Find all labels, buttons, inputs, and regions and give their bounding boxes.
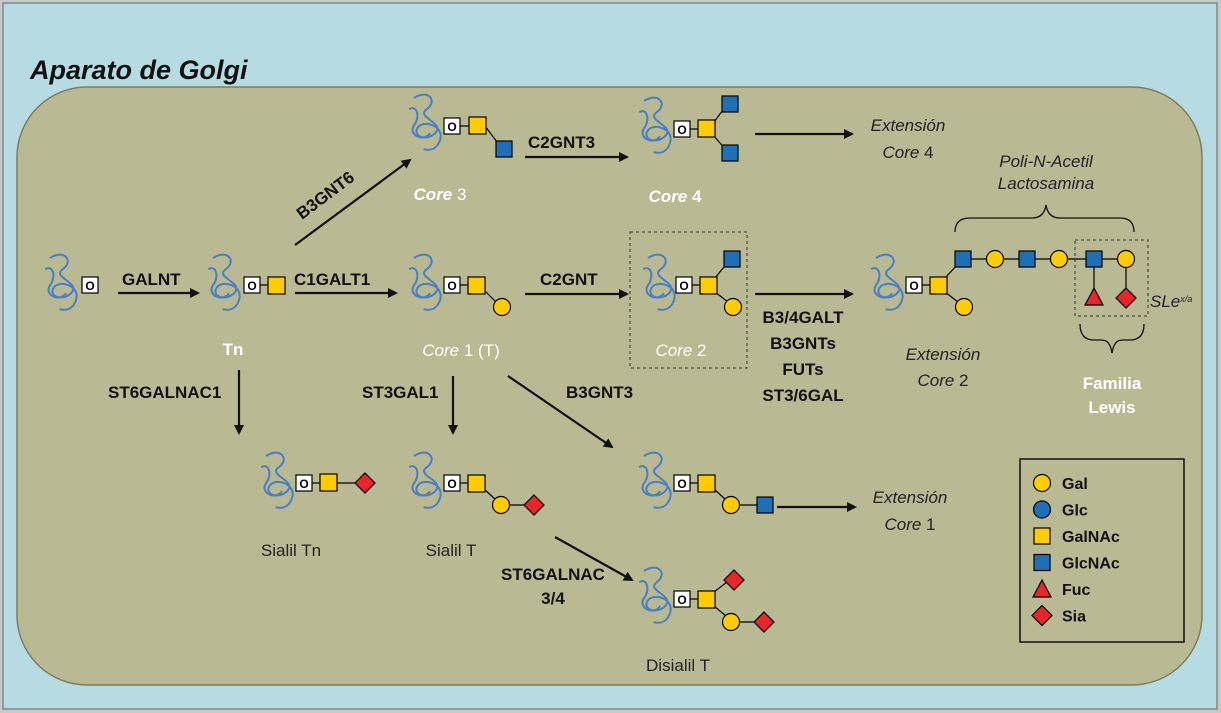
structure-disialil-t: O	[638, 566, 775, 633]
legend-label-gal: Gal	[1062, 476, 1088, 493]
label-lewis: Lewis	[1088, 398, 1135, 417]
svg-text:O: O	[447, 120, 456, 134]
svg-text:O: O	[679, 279, 688, 293]
arrow-b3gnt6	[294, 158, 412, 246]
enzyme-galnt: GALNT	[122, 270, 181, 289]
svg-text:O: O	[677, 477, 686, 491]
svg-text:O: O	[677, 593, 686, 607]
svg-text:O: O	[247, 279, 256, 293]
label-core1: Core 1 (T)	[422, 341, 499, 360]
label-core4: Core 4	[649, 187, 702, 206]
structure-core1: O	[408, 253, 512, 317]
core2-highlight-box	[629, 231, 748, 369]
legend-symbol-glcnac	[1033, 553, 1051, 572]
label-ext-core2-line2: Core 2	[917, 371, 968, 390]
structure-tn: O	[207, 253, 286, 311]
enzyme-c2gnt: C2GNT	[540, 270, 598, 289]
enzyme-extension-list-3: ST3/6GAL	[762, 386, 843, 405]
enzyme-st6galnac1: ST6GALNAC1	[108, 383, 221, 402]
legend-symbol-sia	[1031, 604, 1053, 627]
svg-text:O: O	[447, 477, 456, 491]
label-sialil-t: Sialil T	[426, 541, 477, 560]
enzyme-c1galt1: C1GALT1	[294, 270, 370, 289]
svg-text:O: O	[447, 279, 456, 293]
label-ext-core1-line2: Core 1	[884, 515, 935, 534]
structure-core3: O	[408, 93, 513, 158]
label-tn: Tn	[223, 340, 244, 359]
enzyme-extension-list-2: FUTs	[782, 360, 823, 379]
lewis-brace	[1079, 323, 1145, 354]
legend-label-glc: Glc	[1062, 503, 1088, 520]
legend-symbol-gal	[1032, 473, 1052, 493]
enzyme-extension-list-0: B3/4GALT	[763, 308, 845, 327]
arrow-st6galnac34	[554, 536, 634, 581]
arrow-b3gnt3	[507, 375, 614, 449]
structure-extension-core2: O	[870, 249, 1137, 317]
label-core2: Core 2	[655, 341, 706, 360]
page-title: Aparato de Golgi	[29, 55, 248, 85]
svg-text:O: O	[299, 477, 308, 491]
reaction-arrows	[118, 129, 857, 581]
label-disialil-t: Disialil T	[646, 656, 710, 675]
enzyme-c2gnt3: C2GNT3	[528, 133, 595, 152]
label-sialil-tn: Sialil Tn	[261, 541, 321, 560]
legend-symbol-glc	[1032, 500, 1052, 519]
golgi-compartment	[16, 86, 1203, 686]
legend-label-glcnac: GlcNAc	[1062, 556, 1120, 573]
legend-symbol-fuc	[1032, 578, 1052, 598]
legend-label-fuc: Fuc	[1062, 582, 1091, 599]
structure-sialil-tn: O	[260, 451, 376, 509]
legend-label-sia: Sia	[1062, 609, 1086, 626]
label-slex: SLex/a	[1150, 292, 1192, 311]
legend-label-galnac: GalNAc	[1062, 529, 1120, 546]
svg-text:O: O	[677, 123, 686, 137]
label-ext-core4-line1: Extensión	[871, 116, 946, 135]
enzyme-st3gal1: ST3GAL1	[362, 383, 439, 402]
label-familia: Familia	[1083, 374, 1142, 393]
label-poli-line2: Lactosamina	[998, 174, 1094, 193]
structure-core1-extension-start: O	[638, 451, 774, 515]
enzyme-extension-list-1: B3GNTs	[770, 334, 836, 353]
lewis-highlight-box	[1074, 239, 1149, 317]
legend-symbol-galnac	[1033, 527, 1051, 545]
label-ext-core1-line1: Extensión	[873, 488, 948, 507]
enzyme-st6galnac34-line2: 3/4	[541, 589, 565, 608]
structure-sialil-t: O	[408, 451, 545, 516]
enzyme-b3gnt3: B3GNT3	[566, 383, 633, 402]
label-ext-core4-line2: Core 4	[882, 143, 933, 162]
svg-text:O: O	[909, 279, 918, 293]
label-ext-core2-line1: Extensión	[906, 345, 981, 364]
label-core3: Core 3	[414, 185, 467, 204]
label-poli-line1: Poli-N-Acetil	[999, 152, 1094, 171]
svg-text:O: O	[85, 279, 94, 293]
structure-core4: O	[638, 95, 739, 162]
protein-unglycosylated: O	[44, 253, 99, 311]
poli-brace	[954, 204, 1135, 233]
structure-core2: O	[642, 250, 743, 317]
enzyme-st6galnac34-line1: ST6GALNAC	[501, 565, 605, 584]
